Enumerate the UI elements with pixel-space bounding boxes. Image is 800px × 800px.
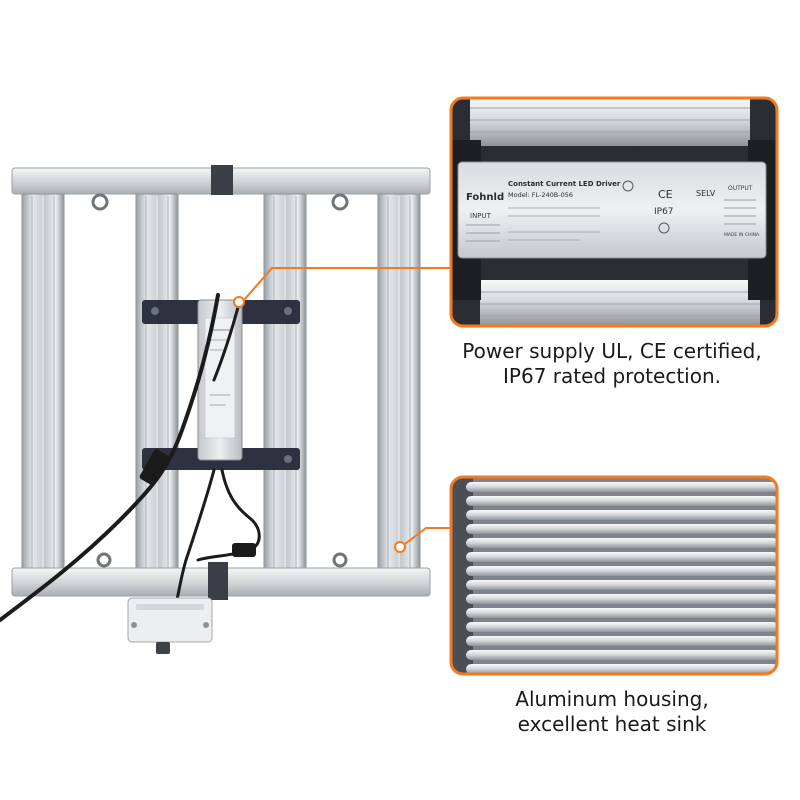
light-bar-4 bbox=[377, 193, 421, 571]
light-bar-1 bbox=[21, 193, 65, 571]
driver-brand: Fohnld bbox=[466, 192, 504, 203]
hanging-ring-bottom-right bbox=[332, 552, 348, 568]
driver-input-label: INPUT bbox=[470, 212, 492, 220]
hanging-ring-right bbox=[331, 193, 349, 211]
driver-case-closeup bbox=[457, 161, 767, 259]
light-bar-2 bbox=[135, 193, 179, 571]
callout-leader-bottom bbox=[394, 527, 451, 553]
caption-line: Power supply UL, CE certified, bbox=[462, 339, 762, 363]
light-bar-3 bbox=[263, 193, 307, 571]
caption-line: IP67 rated protection. bbox=[503, 364, 721, 388]
caption-line: Aluminum housing, bbox=[515, 687, 709, 711]
heat-sink-fin bbox=[466, 664, 777, 674]
heat-sink-fin bbox=[466, 636, 777, 646]
caption-line: excellent heat sink bbox=[517, 712, 707, 736]
driver-selv: SELV bbox=[696, 189, 716, 198]
heat-sink-fin bbox=[466, 566, 777, 576]
heat-sink-fin bbox=[466, 538, 777, 548]
hanging-ring-left bbox=[91, 193, 109, 211]
heat-sink-fin bbox=[466, 552, 777, 562]
heat-sink-fin bbox=[466, 594, 777, 604]
heat-sink-fin bbox=[466, 608, 777, 618]
driver-output-label: OUTPUT bbox=[728, 185, 753, 192]
heat-sink-fin bbox=[466, 524, 777, 534]
grow-light-fixture bbox=[0, 165, 431, 654]
bottom-rail-clip bbox=[208, 562, 228, 600]
driver-model: Model: FL-240B-056 bbox=[508, 191, 573, 199]
heat-sink-fin bbox=[466, 650, 777, 660]
callout-caption-housing: Aluminum housing, excellent heat sink bbox=[452, 687, 772, 737]
heat-sink-fin bbox=[466, 510, 777, 520]
dimmer-control-box bbox=[127, 597, 213, 654]
heat-sink-fin bbox=[466, 482, 777, 492]
zoom-panel-housing bbox=[449, 475, 779, 676]
top-rail-clip bbox=[211, 165, 233, 195]
driver-ce-mark: CE bbox=[658, 188, 673, 201]
driver-ip-rating: IP67 bbox=[654, 207, 674, 217]
hanging-ring-bottom-left bbox=[96, 552, 112, 568]
led-driver bbox=[197, 299, 243, 461]
heat-sink-fin bbox=[466, 622, 777, 632]
driver-title: Constant Current LED Driver bbox=[508, 180, 621, 188]
driver-made-in: MADE IN CHINA bbox=[724, 232, 760, 238]
zoom-panel-driver: Fohnld INPUT Constant Current LED Driver… bbox=[449, 96, 779, 328]
callout-caption-power-supply: Power supply UL, CE certified, IP67 rate… bbox=[452, 339, 772, 389]
heat-sink-fin bbox=[466, 496, 777, 506]
heat-sink-fin bbox=[466, 580, 777, 590]
callout-leader-top bbox=[233, 267, 451, 308]
